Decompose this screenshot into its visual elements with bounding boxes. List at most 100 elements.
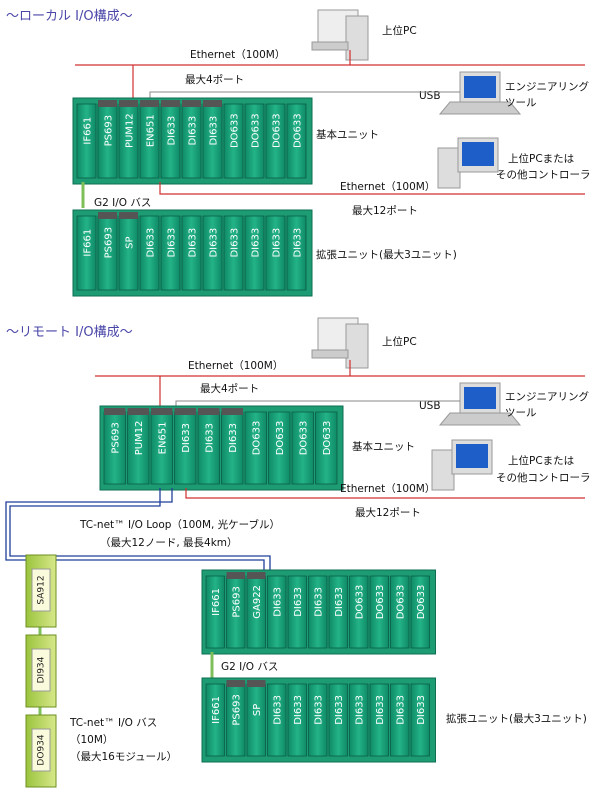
remote-ext-module: [267, 683, 287, 757]
local-base-module-label: EN651: [146, 114, 157, 147]
small-module-plate: [31, 568, 51, 612]
local-ext-module-label: DI633: [209, 228, 220, 258]
local-ext-module-label: DI633: [230, 228, 241, 258]
remote-pc-label: 上位PC: [382, 335, 417, 348]
local-max4-label: 最大4ポート: [185, 73, 244, 86]
remote-node-module-header: [247, 572, 266, 579]
local-ext-module-label: PS693: [104, 227, 115, 258]
remote-node-module: [308, 575, 328, 649]
remote-ext-module: [390, 683, 410, 757]
local-base-module: [286, 103, 307, 179]
remote-node-module: [410, 575, 430, 649]
remote-node-module-label: DI633: [293, 587, 304, 617]
local-usb-label: USB: [419, 90, 441, 102]
remote-ext-module: [246, 683, 266, 757]
remote-node-module-label: DO633: [355, 585, 366, 620]
remote-pc2-label-2: その他コントローラ: [496, 471, 591, 484]
local-usb-line: [149, 91, 460, 100]
local-ext-module-label: DI633: [293, 228, 304, 258]
remote-loop-label-1: TC-net™ I/O Loop（100M, 光ケーブル）: [79, 518, 280, 531]
local-ext-label: 拡張ユニット(最大3ユニット): [316, 248, 457, 261]
local-controller-pc-icon: [437, 137, 499, 189]
local-ethernet-bottom-label: Ethernet（100M）: [340, 181, 435, 193]
remote-eng-label-1: エンジニアリング: [505, 390, 589, 403]
remote-node-module: [328, 575, 348, 649]
remote-base-module-header: [221, 408, 243, 415]
remote-laptop-icon: [438, 382, 522, 426]
local-ext-module-label: DI633: [188, 228, 199, 258]
remote-base-module-label: PS693: [111, 422, 122, 453]
local-ext-module: [265, 215, 286, 291]
remote-ext-module: [205, 683, 225, 757]
local-ext-module-label: DI633: [251, 228, 262, 258]
local-ethernet-bottom-line: [159, 182, 585, 195]
local-laptop-icon: [438, 71, 522, 115]
remote-base-module-label: DO633: [299, 421, 310, 456]
local-pc2-label-2: その他コントローラ: [496, 168, 591, 181]
remote-pc2-label-1: 上位PCまたは: [508, 454, 574, 467]
local-base-module-header: [98, 100, 117, 107]
local-eng-label-2: ツール: [505, 97, 537, 109]
local-ext-module: [118, 215, 139, 291]
small-module-label: SA912: [37, 575, 47, 604]
remote-ext-label: 拡張ユニット(最大3ユニット): [446, 712, 587, 725]
remote-loop-label-2: （最大12ノード, 最長4km）: [100, 536, 238, 549]
remote-ext-module-label: DI633: [355, 695, 366, 725]
remote-base-module-label: EN651: [158, 421, 169, 454]
remote-node-module-label: DI633: [334, 587, 345, 617]
small-module-plate: [31, 728, 51, 772]
remote-ethernet-bottom-label: Ethernet（100M）: [340, 483, 435, 495]
local-ext-module: [76, 215, 97, 291]
local-ext-module: [160, 215, 181, 291]
remote-base-module-label: DO633: [252, 421, 263, 456]
remote-node-module-label: DO633: [375, 585, 386, 620]
remote-base-module-label: DI633: [205, 423, 216, 453]
remote-node-module-label: DI633: [314, 587, 325, 617]
remote-ext-module-label: DI633: [334, 695, 345, 725]
remote-base-module-header: [151, 408, 173, 415]
remote-eng-label-2: ツール: [505, 407, 537, 419]
remote-ext-module: [349, 683, 369, 757]
remote-node-module: [287, 575, 307, 649]
remote-ext-module-label: DI633: [293, 695, 304, 725]
remote-ext-module-header: [226, 680, 245, 687]
remote-ethernet-top-label: Ethernet（100M）: [188, 360, 283, 372]
local-ethernet-top-label: Ethernet（100M）: [190, 49, 285, 61]
remote-base-label: 基本ユニット: [352, 440, 415, 453]
local-base-module-header: [119, 100, 138, 107]
remote-base-module: [244, 411, 267, 485]
remote-bus-label-1: TC-net™ I/O バス: [69, 717, 157, 729]
remote-ext-module-label: SP: [252, 704, 263, 716]
local-base-module: [76, 103, 97, 179]
remote-node-module: [349, 575, 369, 649]
remote-ext-module-header: [247, 680, 266, 687]
local-pc-label: 上位PC: [382, 24, 417, 37]
remote-ext-module: [369, 683, 389, 757]
local-base-module-header: [161, 100, 180, 107]
local-ext-module-header: [119, 212, 138, 219]
remote-node-module: [369, 575, 389, 649]
local-ext-module: [181, 215, 202, 291]
remote-ext-module: [308, 683, 328, 757]
remote-node-module-label: IF661: [211, 588, 222, 616]
local-base-module-label: PS693: [104, 115, 115, 146]
local-base-module-label: DI633: [167, 116, 178, 146]
remote-base-module-header: [127, 408, 149, 415]
remote-ext-module-label: PS693: [232, 694, 243, 725]
remote-node-module-label: PS693: [232, 586, 243, 617]
remote-base-module-label: DI633: [228, 423, 239, 453]
local-base-module-label: IF661: [83, 117, 94, 145]
remote-ext-module-label: DI633: [273, 695, 284, 725]
local-ext-module-label: IF661: [83, 229, 94, 257]
local-ext-module-header: [98, 212, 117, 219]
local-ext-module-label: SP: [125, 236, 136, 248]
small-module-label: DO934: [37, 734, 47, 765]
remote-base-module-header: [174, 408, 196, 415]
local-base-module: [244, 103, 265, 179]
local-ext-module: [244, 215, 265, 291]
remote-ext-module: [410, 683, 430, 757]
